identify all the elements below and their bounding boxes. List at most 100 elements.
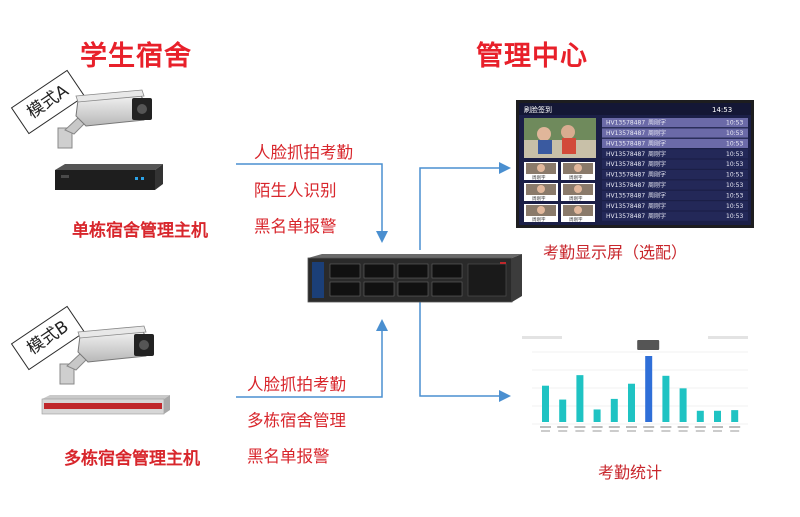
- mode-a-feature-3: 黑名单报警: [254, 217, 337, 236]
- stats-tick-mark: [660, 426, 672, 428]
- stats-tick-mark: [609, 430, 619, 432]
- row-name: 周刚字: [648, 129, 666, 137]
- stats-tick-mark: [591, 426, 603, 428]
- row-time: 10:53: [726, 130, 743, 137]
- display-thumbnail: 周刚字: [561, 183, 595, 202]
- row-id: HV13578487: [606, 192, 645, 199]
- row-id: HV13578487: [606, 151, 645, 158]
- row-name: 周刚字: [648, 212, 666, 220]
- thumbnail-label: 周刚字: [532, 195, 546, 202]
- row-name: 周刚字: [648, 119, 666, 127]
- stats-tick-mark: [557, 426, 569, 428]
- stats-tick-mark: [574, 426, 586, 428]
- bullet-camera-b-icon: [59, 325, 154, 385]
- stats-bar: [731, 410, 739, 422]
- row-id: HV13578487: [606, 130, 645, 137]
- row-time: 10:53: [726, 140, 743, 147]
- row-id: HV13578487: [606, 161, 645, 168]
- stats-bar: [714, 410, 721, 422]
- row-id: HV13578487: [606, 182, 645, 189]
- attendance-stats-label: 考勤统计: [598, 463, 663, 482]
- stats-tick-mark: [694, 426, 706, 428]
- stats-tick-mark: [677, 426, 689, 428]
- row-time: 10:53: [726, 213, 743, 220]
- multi-building-host-device: [41, 395, 170, 415]
- stats-tick-mark: [592, 430, 602, 432]
- row-time: 10:53: [726, 192, 743, 199]
- thumbnail-label: 周刚字: [532, 174, 546, 181]
- row-id: HV13578487: [606, 172, 645, 179]
- multi-building-host-label: 多栋宿舍管理主机: [64, 449, 200, 469]
- row-time: 10:53: [726, 120, 743, 127]
- right-title: 管理中心: [476, 41, 588, 72]
- stats-tick-mark: [558, 430, 568, 432]
- display-thumbnail: 周刚字: [524, 183, 558, 202]
- row-name: 周刚字: [648, 160, 666, 168]
- stats-tick-mark: [627, 430, 636, 432]
- display-screen-title: 刷脸签到: [524, 105, 552, 114]
- row-name: 周刚字: [648, 171, 666, 179]
- display-thumbnail: 周刚字: [524, 204, 558, 223]
- stats-bar: [662, 375, 670, 422]
- stats-tick-mark: [661, 430, 671, 432]
- thumbnail-label: 周刚字: [569, 174, 583, 181]
- thumbnail-label: 周刚字: [532, 216, 546, 223]
- row-time: 10:53: [726, 172, 743, 179]
- stats-tick-mark: [575, 430, 585, 432]
- left-title: 学生宿舍: [80, 41, 192, 72]
- mode-b-feature-2: 多栋宿舍管理: [247, 411, 346, 430]
- row-time: 10:53: [726, 203, 743, 210]
- stats-bar: [576, 375, 584, 422]
- row-time: 10:53: [726, 161, 743, 168]
- single-building-host-label: 单栋宿舍管理主机: [72, 221, 208, 241]
- stats-tick-mark: [626, 426, 637, 428]
- single-building-host-device: [55, 164, 163, 190]
- stats-bar: [593, 409, 601, 422]
- mode-a-feature-1: 人脸抓拍考勤: [254, 143, 353, 162]
- mode-b-feature-3: 黑名单报警: [247, 447, 330, 466]
- row-name: 周刚字: [648, 150, 666, 158]
- stats-bar: [696, 410, 704, 422]
- bullet-camera-a-icon: [57, 89, 152, 149]
- row-id: HV13578487: [606, 140, 645, 147]
- stats-tick-mark: [541, 430, 550, 432]
- stats-tick-mark: [608, 426, 620, 428]
- row-name: 周刚字: [648, 139, 666, 147]
- display-clock: 14:53: [712, 106, 732, 114]
- stats-tick-mark: [678, 430, 688, 432]
- stats-tick-mark: [729, 426, 741, 428]
- stats-bar: [628, 383, 635, 422]
- mode-a-feature-2: 陌生人识别: [254, 181, 337, 200]
- attendance-display-label: 考勤显示屏（选配）: [543, 243, 688, 262]
- stats-tooltip: [637, 340, 660, 350]
- attendance-display-screen: 刷脸签到 14:53 周刚字周刚字周刚字周刚字周刚字周刚字 HV13578487…: [516, 100, 754, 228]
- row-id: HV13578487: [606, 120, 645, 127]
- stats-tick-mark: [540, 426, 551, 428]
- mode-b-feature-1: 人脸抓拍考勤: [247, 375, 346, 394]
- stats-tick-mark: [730, 430, 740, 432]
- display-thumbnail: 周刚字: [561, 162, 595, 181]
- display-thumbnail: 周刚字: [561, 204, 595, 223]
- stats-bar: [679, 388, 687, 422]
- row-name: 周刚字: [648, 191, 666, 199]
- stats-tick-mark: [644, 430, 654, 432]
- central-server-device: [307, 254, 522, 303]
- stats-bar: [559, 399, 567, 422]
- stats-bar: [542, 385, 549, 422]
- stats-bar: [645, 356, 653, 422]
- row-name: 周刚字: [648, 202, 666, 210]
- attendance-stats-chart: [518, 332, 754, 444]
- row-id: HV13578487: [606, 203, 645, 210]
- stats-bar: [610, 398, 618, 422]
